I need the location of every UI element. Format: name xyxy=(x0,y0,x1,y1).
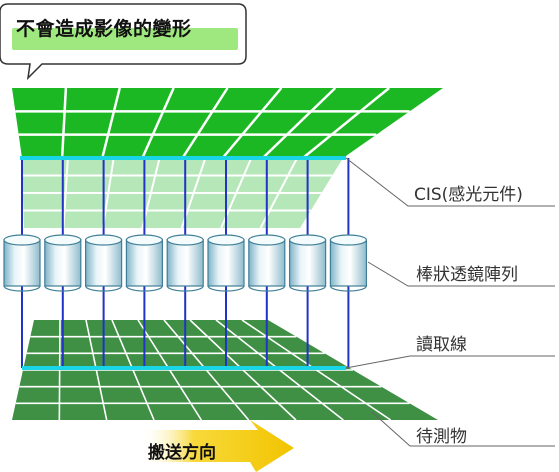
leader-cis xyxy=(345,157,555,207)
leader-lens xyxy=(367,261,555,287)
rod-lens xyxy=(44,234,82,292)
leader-object xyxy=(371,411,555,447)
rod-lens xyxy=(125,234,164,292)
rod-lens xyxy=(166,234,204,292)
callout-bubble xyxy=(0,3,247,81)
rod-lens xyxy=(289,234,327,292)
rod-lens-array xyxy=(3,234,367,292)
direction-label: 搬送方向 xyxy=(148,443,216,463)
rod-lens xyxy=(329,234,367,292)
leader-read xyxy=(345,355,555,369)
label-lens-array: 棒狀透鏡陣列 xyxy=(416,265,518,285)
rod-lens xyxy=(248,234,286,292)
callout-text: 不會造成影像的變形 xyxy=(16,18,192,40)
callout-highlight xyxy=(12,28,238,50)
rod-lens xyxy=(3,234,41,292)
label-read-line: 讀取線 xyxy=(416,335,467,355)
label-cis: CIS(感光元件) xyxy=(414,185,523,205)
label-object: 待測物 xyxy=(416,427,467,447)
projected-image-top xyxy=(12,87,443,159)
faded-image xyxy=(22,157,343,229)
direction-arrow xyxy=(140,420,294,472)
leader-lines xyxy=(345,157,555,447)
rod-lens xyxy=(207,234,245,292)
rod-lens xyxy=(84,234,123,292)
